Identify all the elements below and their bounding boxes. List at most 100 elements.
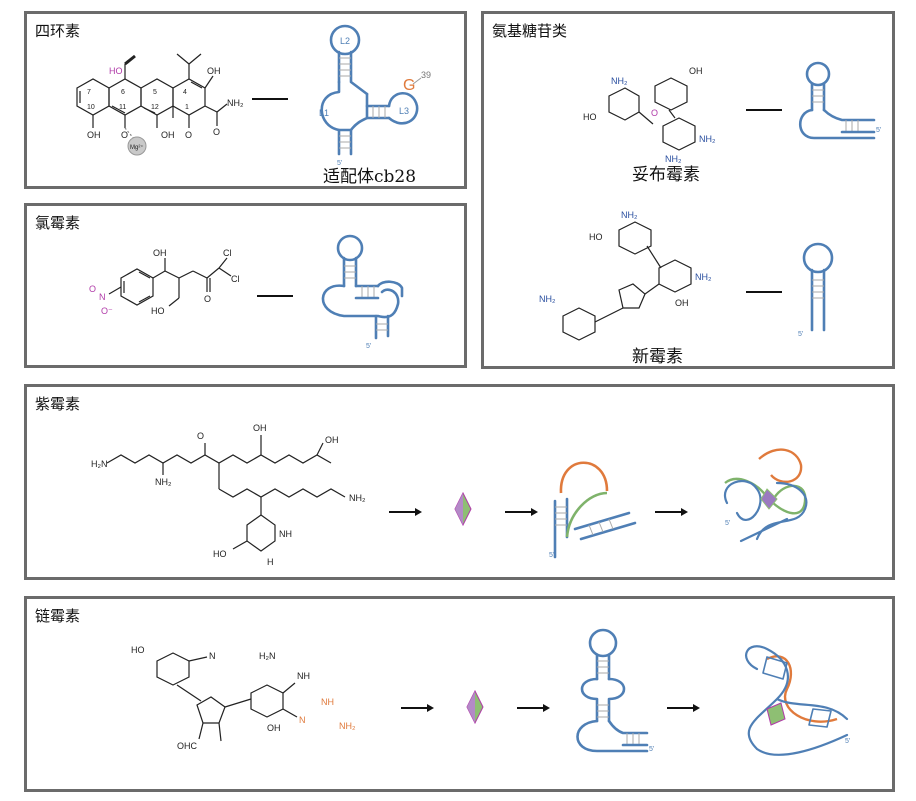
- nh2-label: NH₂: [621, 210, 638, 220]
- o-label: O: [197, 431, 204, 441]
- nh2-label: NH₂: [611, 76, 628, 86]
- nh2-label-3: NH₂: [665, 154, 682, 164]
- guanidino-nh2-label: NH₂: [339, 721, 356, 731]
- ring-num-10: 10: [87, 104, 95, 111]
- ligand-crystal-icon: [466, 689, 484, 725]
- streptomycin-aptamer-bound: 5': [745, 645, 850, 756]
- dash-connector: [257, 295, 293, 297]
- n-label: N: [209, 651, 216, 661]
- nitro-o-minus-label: O⁻: [101, 306, 113, 316]
- o-label: O: [204, 294, 211, 304]
- nh2-label-2: NH₂: [695, 272, 712, 282]
- neomycin-caption: 新霉素: [632, 347, 683, 367]
- neomycin-aptamer: 5': [798, 242, 834, 338]
- arrow-2: [505, 508, 538, 516]
- panel-title: 四环素: [35, 22, 81, 40]
- cl-label-2: Cl: [231, 274, 240, 284]
- nh2-label-2: NH₂: [349, 493, 366, 503]
- dash-connector: [746, 291, 782, 293]
- ring-num-1: 1: [185, 104, 189, 111]
- arrow-1: [401, 704, 434, 712]
- arrow-1: [389, 508, 422, 516]
- panel-aminoglycoside: 氨基糖苷类 NH₂ NH₂ NH₂ OH HO O 妥布霉素 5': [481, 11, 895, 369]
- ho-label: HO: [131, 645, 145, 655]
- arrow-2: [517, 704, 550, 712]
- tobramycin-structure: NH₂ NH₂ NH₂ OH HO O: [583, 66, 716, 164]
- oh-label-1: OH: [207, 66, 221, 76]
- o-label: O: [651, 108, 658, 118]
- arrow-3: [667, 704, 700, 712]
- nh2-label-2: NH₂: [699, 134, 716, 144]
- oh-label-3: OH: [161, 130, 175, 140]
- viomycin-aptamer-unbound: 5': [549, 461, 637, 559]
- ho-label: HO: [109, 66, 123, 76]
- ho-label: HO: [583, 112, 597, 122]
- tetracycline-structure: Mg²⁺ HO OH NH₂ O OH O OH O 7 6 5 4 10 11…: [76, 53, 244, 156]
- five-prime-label: 5': [549, 552, 554, 559]
- h-label: H: [267, 557, 274, 567]
- oh-label: OH: [675, 298, 689, 308]
- aptamer-caption: 适配体cb28: [323, 167, 417, 187]
- nh2-label: NH₂: [227, 98, 244, 108]
- mg-label: Mg²⁺: [130, 144, 144, 151]
- panel-title: 氨基糖苷类: [492, 22, 568, 40]
- tobramycin-aptamer: 5': [798, 61, 881, 140]
- panel-title: 氯霉素: [35, 214, 81, 232]
- panel-viomycin: 紫霉素 H₂N NH₂ O OH OH NH₂ HO NH H: [24, 384, 895, 580]
- panel-streptomycin: 链霉素 HO N H₂N NH N NH₂ NH OHC OH: [24, 596, 895, 792]
- nitro-o-label: O: [89, 284, 96, 294]
- streptomycin-aptamer-unbound: 5': [576, 628, 654, 753]
- ring-num-5: 5: [153, 89, 157, 96]
- ohc-label: OHC: [177, 741, 198, 751]
- oh-label-2: OH: [325, 435, 339, 445]
- aptamer-cb28-structure: L2 L1 L3 G 39 5': [319, 24, 431, 167]
- ho-label: HO: [589, 232, 603, 242]
- panel-title: 紫霉素: [35, 395, 81, 413]
- ring-num-7: 7: [87, 89, 91, 96]
- arrow-3: [655, 508, 688, 516]
- ring-num-11: 11: [119, 104, 126, 111]
- neomycin-structure: NH₂ NH₂ NH₂ OH HO: [539, 210, 712, 341]
- oh-label: OH: [689, 66, 703, 76]
- streptomycin-structure: HO N H₂N NH N NH₂ NH OHC OH: [131, 645, 356, 751]
- loop-l2-label: L2: [340, 36, 350, 46]
- guanidino-nh-label: NH: [321, 697, 334, 707]
- viomycin-structure: H₂N NH₂ O OH OH NH₂ HO NH H: [91, 423, 366, 567]
- five-prime-label: 5': [845, 738, 850, 745]
- h2n-label: H₂N: [91, 459, 108, 469]
- cl-label-1: Cl: [223, 248, 232, 258]
- ho-label: HO: [151, 306, 165, 316]
- nucleotide-position: 39: [421, 70, 431, 80]
- oh-label-1: OH: [153, 248, 167, 258]
- chloramphenicol-structure: OH HO O Cl Cl N O O⁻: [89, 248, 240, 316]
- ho-label: HO: [213, 549, 227, 559]
- oh-label-2: OH: [87, 130, 101, 140]
- five-prime-label: 5': [725, 520, 730, 527]
- nucleotide-g: G: [403, 77, 415, 94]
- chloramphenicol-aptamer: 5': [321, 234, 404, 350]
- five-prime-label: 5': [876, 127, 881, 134]
- panel-title: 链霉素: [35, 607, 81, 625]
- o-label-2: O: [121, 130, 128, 140]
- panel-chloramphenicol: 氯霉素 OH HO O Cl Cl N O O⁻: [24, 203, 467, 368]
- loop-l3-label: L3: [399, 106, 409, 116]
- ring-num-6: 6: [121, 89, 125, 96]
- panel-tetracycline: 四环素 Mg²⁺ HO OH NH₂ O OH O OH O: [24, 11, 467, 189]
- guanidino-n-label: N: [299, 715, 306, 725]
- ring-num-4: 4: [183, 89, 187, 96]
- five-prime-label: 5': [798, 331, 803, 338]
- o-label-3: O: [185, 130, 192, 140]
- ring-num-12: 12: [151, 104, 159, 111]
- dash-connector: [746, 109, 782, 111]
- o-label-1: O: [213, 127, 220, 137]
- tobramycin-caption: 妥布霉素: [632, 165, 700, 185]
- nh-label: NH: [279, 529, 292, 539]
- five-prime-label: 5': [337, 160, 342, 167]
- five-prime-label: 5': [649, 746, 654, 753]
- ligand-crystal-icon: [454, 491, 472, 527]
- five-prime-label: 5': [366, 343, 371, 350]
- oh-label: OH: [267, 723, 281, 733]
- dash-connector: [252, 98, 288, 100]
- loop-l1-label: L1: [319, 108, 329, 118]
- nh2-label-3: NH₂: [539, 294, 556, 304]
